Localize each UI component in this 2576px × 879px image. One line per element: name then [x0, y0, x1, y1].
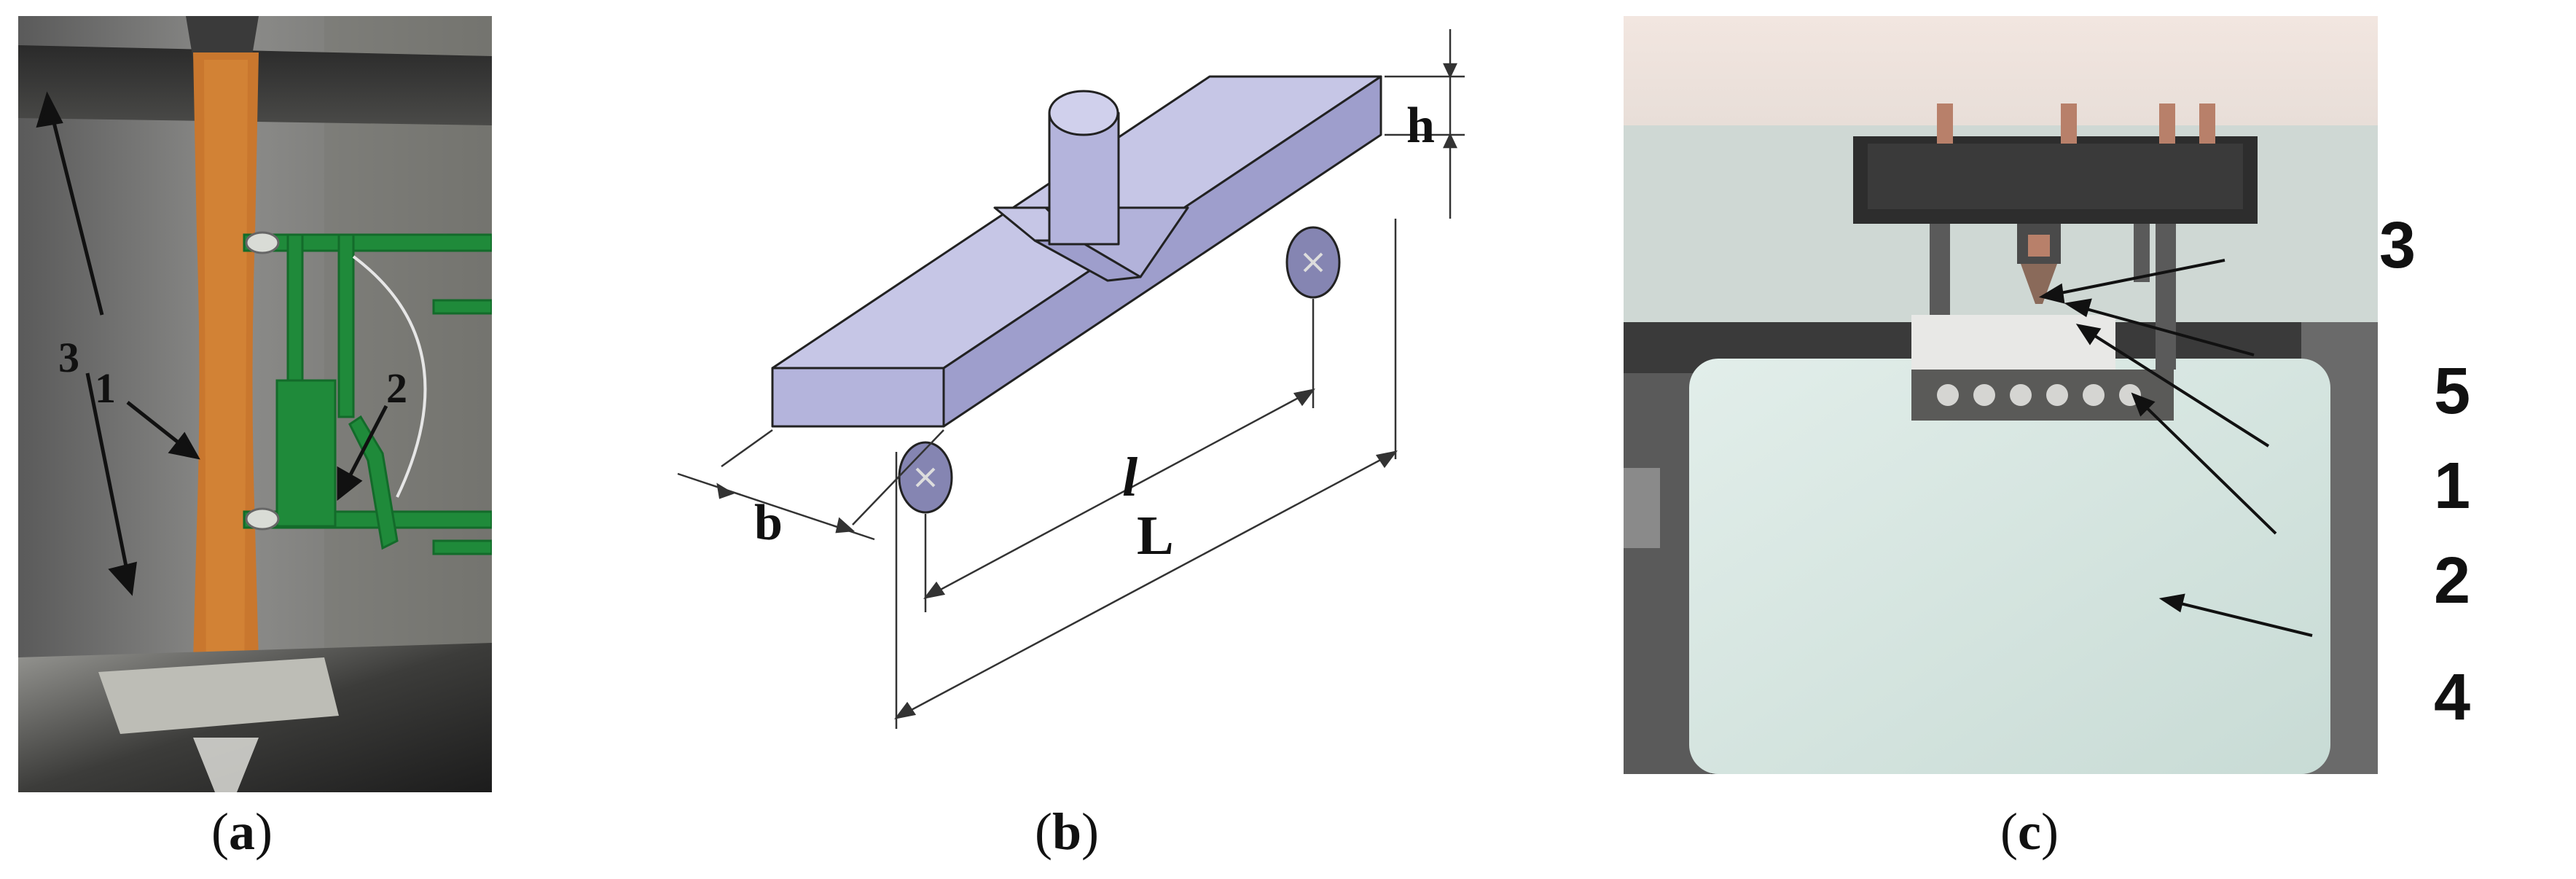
beam-front-face: [771, 367, 945, 428]
panel-c-photo: [1624, 16, 2378, 774]
label-1: 1: [2434, 450, 2470, 523]
arrow-5: [2067, 302, 2255, 356]
beam-side-face: [942, 75, 1382, 428]
caption-c: (c): [2000, 802, 2059, 861]
panel-a-photo: 3 1 2: [18, 16, 492, 792]
label-2: 2: [386, 364, 407, 412]
label-l: l: [1122, 447, 1138, 508]
caption-b: (b): [1035, 802, 1100, 861]
arrow-3-upper: [45, 95, 104, 316]
micro-test-device-illustration: [1624, 16, 2378, 774]
device-housing: [1689, 359, 2330, 774]
specimen: [1911, 315, 2115, 370]
label-L: L: [1137, 505, 1174, 566]
label-3: 3: [58, 334, 79, 381]
label-5: 5: [2434, 355, 2470, 428]
tensile-test-illustration: 3 1 2: [18, 16, 492, 792]
label-h: h: [1406, 98, 1435, 154]
label-3: 3: [2379, 209, 2416, 282]
label-1: 1: [95, 364, 116, 412]
arrow-3-lower: [85, 372, 133, 593]
panel-c-labels: 3 5 1 2 4: [2379, 209, 2470, 734]
label-b: b: [754, 495, 783, 551]
caption-a: (a): [211, 802, 273, 861]
panel-b-diagram: h b l L: [634, 0, 1472, 794]
label-2: 2: [2434, 544, 2470, 617]
indenter: [2021, 264, 2057, 304]
bending-beam-diagram: h b l L: [677, 29, 1465, 729]
extensometer: [243, 233, 492, 555]
arrow-4: [2162, 598, 2313, 637]
arrow-1: [2078, 324, 2270, 448]
label-4: 4: [2434, 661, 2470, 734]
arrow-3: [2042, 259, 2225, 298]
upper-frame: [1624, 16, 2378, 125]
arrow-2: [2132, 394, 2277, 535]
